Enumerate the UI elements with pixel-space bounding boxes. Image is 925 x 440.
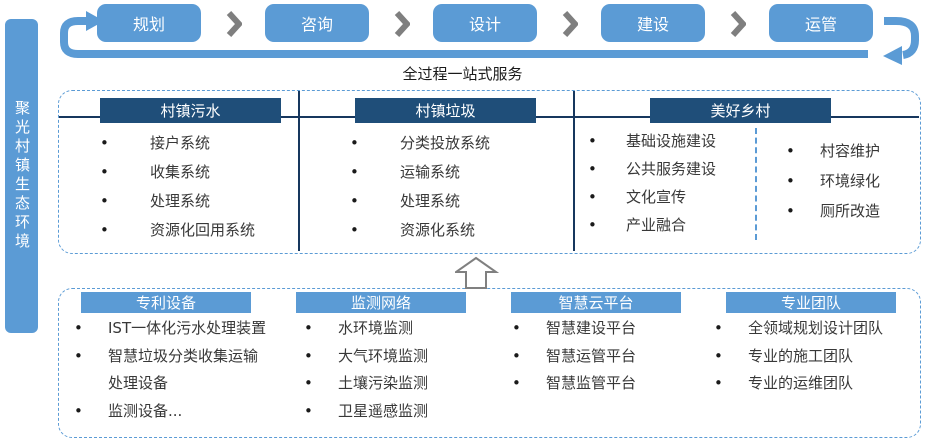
village-left-item-list: 基础设施建设 公共服务建设 文化宣传 产业融合 <box>588 127 748 239</box>
cloud-item-list: 智慧建设平台 智慧运管平台 智慧监管平台 <box>498 315 698 398</box>
flow-step-operation: 运管 <box>769 4 873 42</box>
one-stop-service-caption: 全过程一站式服务 <box>402 65 523 83</box>
list-item: 专业的施工团队 <box>700 343 915 371</box>
section-header-cloud: 智慧云平台 <box>511 292 681 313</box>
section-header-sewage: 村镇污水 <box>100 98 281 123</box>
list-item: 运输系统 <box>348 158 558 187</box>
list-item: 处理系统 <box>98 187 298 216</box>
list-item: 土壤污染监测 <box>290 370 500 398</box>
column-separator <box>298 91 300 251</box>
list-item: 厕所改造 <box>786 196 916 226</box>
list-item: IST一体化污水处理装置 <box>60 315 290 343</box>
chevron-right-icon <box>394 10 410 38</box>
section-header-equipment: 专利设备 <box>81 292 251 313</box>
chevron-right-icon <box>562 10 578 38</box>
list-item: 智慧监管平台 <box>498 370 698 398</box>
list-item: 收集系统 <box>98 158 298 187</box>
list-item: 全领域规划设计团队 <box>700 315 915 343</box>
list-item: 文化宣传 <box>588 183 748 211</box>
section-header-village: 美好乡村 <box>650 98 831 123</box>
chevron-right-icon <box>730 10 746 38</box>
brand-vertical-label: 聚光村镇生态环境 <box>13 100 31 252</box>
loop-arrowhead-right-icon <box>86 11 104 31</box>
column-separator <box>573 91 575 251</box>
section-header-team: 专业团队 <box>726 292 896 313</box>
list-item: 公共服务建设 <box>588 155 748 183</box>
list-item: 智慧建设平台 <box>498 315 698 343</box>
list-item: 产业融合 <box>588 211 748 239</box>
list-item: 智慧垃圾分类收集运输 处理设备 <box>60 343 290 398</box>
up-arrow-icon <box>455 256 499 289</box>
monitoring-item-list: 水环境监测 大气环境监测 土壤污染监测 卫星遥感监测 <box>290 315 500 425</box>
village-right-item-list: 村容维护 环境绿化 厕所改造 <box>786 136 916 226</box>
list-item: 资源化回用系统 <box>98 216 298 245</box>
list-item: 村容维护 <box>786 136 916 166</box>
sub-column-separator <box>755 128 757 240</box>
cycle-loop-arrow <box>60 11 919 65</box>
garbage-item-list: 分类投放系统 运输系统 处理系统 资源化系统 <box>348 129 558 245</box>
list-item: 资源化系统 <box>348 216 558 245</box>
list-item: 卫星遥感监测 <box>290 398 500 426</box>
loop-arrowhead-left-icon <box>883 46 902 65</box>
list-item: 分类投放系统 <box>348 129 558 158</box>
section-header-monitoring: 监测网络 <box>296 292 466 313</box>
services-panel <box>58 90 921 254</box>
list-item: 智慧运管平台 <box>498 343 698 371</box>
flow-step-construction: 建设 <box>601 4 705 42</box>
flow-step-planning: 规划 <box>97 4 201 42</box>
flow-step-consulting: 咨询 <box>265 4 369 42</box>
sewage-item-list: 接户系统 收集系统 处理系统 资源化回用系统 <box>98 129 298 245</box>
list-item: 处理系统 <box>348 187 558 216</box>
list-item: 基础设施建设 <box>588 127 748 155</box>
list-item: 接户系统 <box>98 129 298 158</box>
chevron-right-icon <box>226 10 242 38</box>
equipment-item-list: IST一体化污水处理装置 智慧垃圾分类收集运输 处理设备 监测设备... <box>60 315 290 425</box>
brand-vertical-bar: 聚光村镇生态环境 <box>5 19 38 333</box>
capabilities-panel <box>58 288 921 438</box>
team-item-list: 全领域规划设计团队 专业的施工团队 专业的运维团队 <box>700 315 915 398</box>
list-item: 水环境监测 <box>290 315 500 343</box>
list-item: 专业的运维团队 <box>700 370 915 398</box>
list-item: 监测设备... <box>60 398 290 426</box>
flow-step-design: 设计 <box>433 4 537 42</box>
list-item: 大气环境监测 <box>290 343 500 371</box>
list-item: 环境绿化 <box>786 166 916 196</box>
section-header-garbage: 村镇垃圾 <box>355 98 536 123</box>
